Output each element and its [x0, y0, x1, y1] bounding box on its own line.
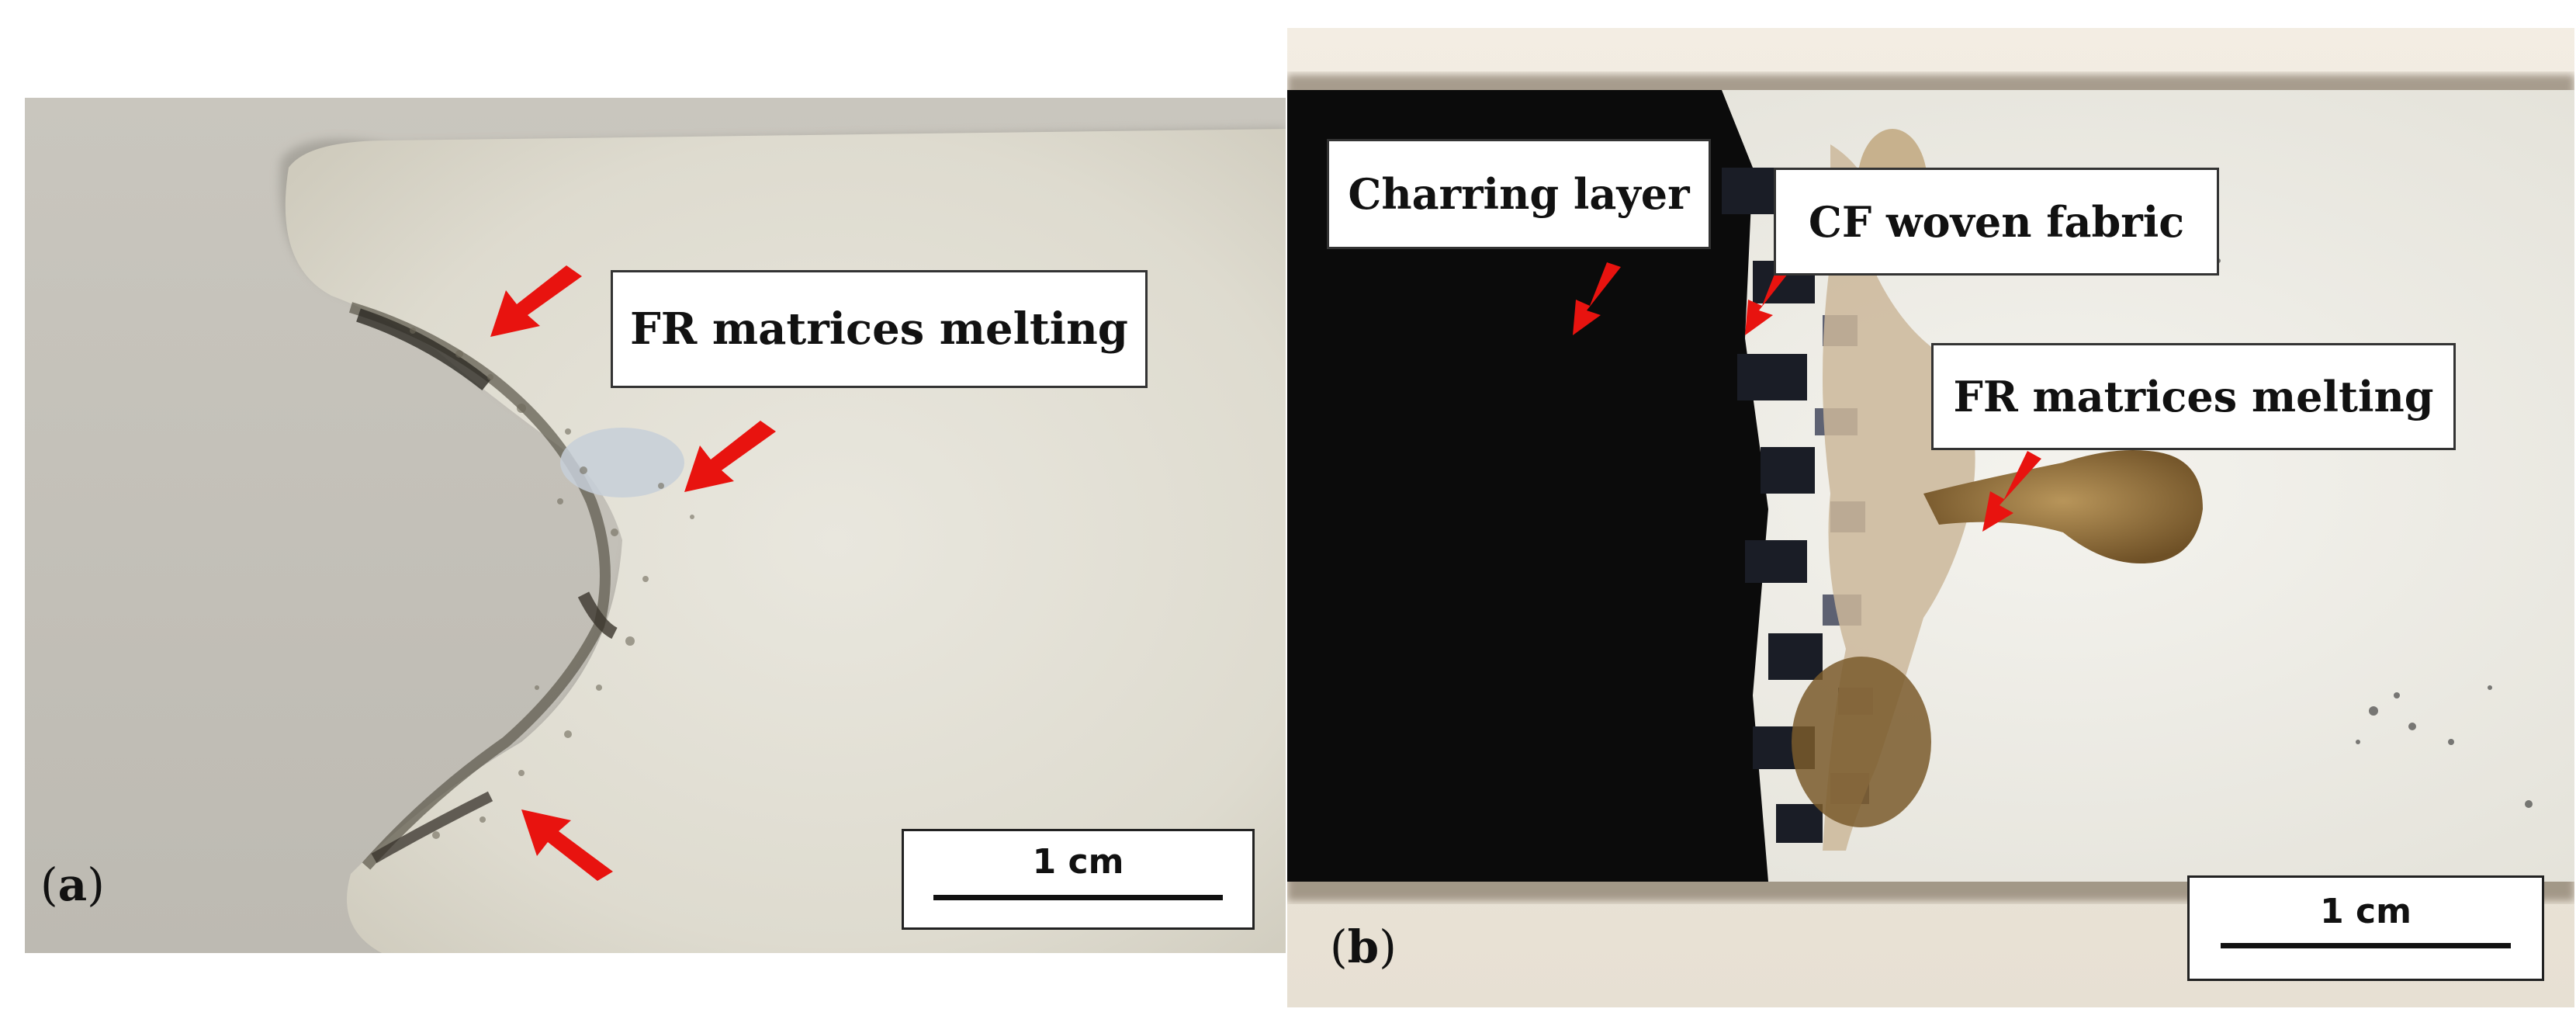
- scale-bar-text: 1 cm: [1032, 842, 1124, 882]
- scale-bar-line: [2221, 943, 2511, 948]
- callout-fr-matrices-melting: FR matrices melting: [1931, 343, 2456, 450]
- scale-bar-line: [933, 895, 1223, 900]
- panel-label-letter: b: [1347, 920, 1380, 973]
- scale-bar: 1 cm: [902, 829, 1255, 930]
- panel-label-open: (: [1330, 920, 1348, 973]
- panel-label-close: ): [1379, 920, 1397, 973]
- arrow-icon: [1745, 262, 1793, 335]
- callout-cf-woven-fabric: CF woven fabric: [1774, 168, 2219, 276]
- arrow-icon: [684, 421, 776, 492]
- arrow-icon: [1573, 262, 1621, 335]
- arrow-icon: [521, 809, 613, 881]
- panel-label-b: (b): [1330, 920, 1397, 973]
- panel-b-photo: Charring layer CF woven fabric FR matric…: [1287, 28, 2574, 1007]
- panel-label-letter: a: [57, 858, 88, 911]
- arrow-icon: [1982, 451, 2041, 532]
- arrow-icon: [490, 265, 582, 337]
- callout-text: CF woven fabric: [1808, 196, 2185, 247]
- callout-text: Charring layer: [1348, 169, 1690, 219]
- panel-a-specimen-image: [25, 98, 1286, 953]
- scale-bar-text: 1 cm: [2320, 892, 2412, 931]
- panel-label-open: (: [40, 858, 58, 911]
- scale-bar: 1 cm: [2187, 875, 2544, 981]
- callout-text: FR matrices melting: [1953, 372, 2434, 421]
- panel-label-a: (a): [40, 858, 105, 911]
- callout-text: FR matrices melting: [630, 303, 1128, 355]
- panel-label-close: ): [87, 858, 105, 911]
- callout-fr-matrices-melting: FR matrices melting: [611, 270, 1148, 388]
- callout-charring-layer: Charring layer: [1327, 139, 1711, 249]
- panel-a-photo: FR matrices melting (a) 1 cm: [25, 98, 1286, 953]
